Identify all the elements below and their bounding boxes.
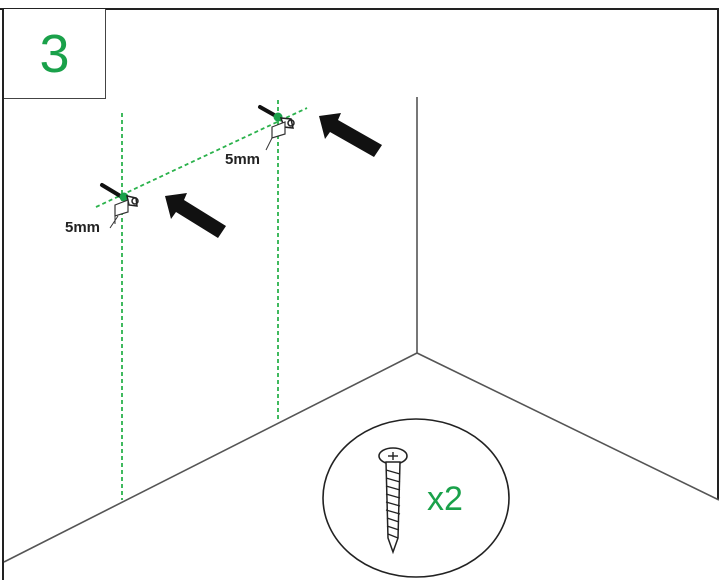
left-wall-plug-icon (109, 199, 129, 229)
left-arrow-icon (165, 193, 226, 238)
right-floor-edge (416, 352, 719, 501)
step-number: 3 (39, 23, 70, 84)
left-floor-edge (3, 352, 418, 563)
right-wall-plug-icon (265, 121, 286, 151)
screw-quantity-label: x2 (427, 480, 463, 518)
room-corner (3, 97, 719, 563)
hardware-callout (322, 418, 510, 578)
guide-lines (95, 100, 308, 500)
left-offset-label: 5mm (65, 219, 100, 236)
horizontal-level-guide (95, 107, 308, 208)
screw-icon (378, 447, 408, 555)
right-offset-label: 5mm (225, 151, 260, 168)
step-number-badge: 3 (4, 9, 106, 99)
right-arrow-icon (319, 113, 382, 157)
